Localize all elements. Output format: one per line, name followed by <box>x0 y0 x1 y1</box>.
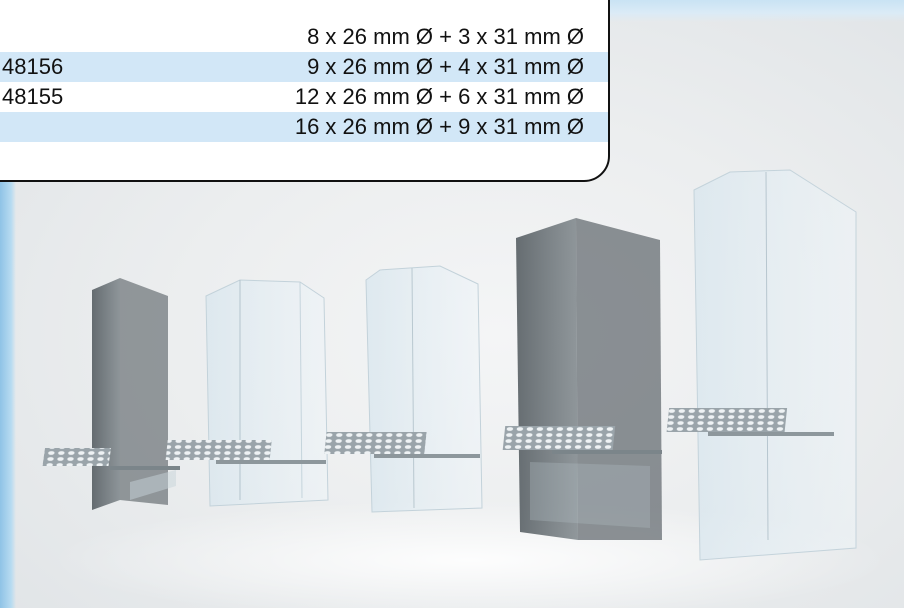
table-row: 16 x 26 mm Ø + 9 x 31 mm Ø <box>0 112 608 142</box>
top-accent-strip <box>600 0 904 22</box>
holder-large-tinted <box>502 218 662 540</box>
capacity-spec: 9 x 26 mm Ø + 4 x 31 mm Ø <box>307 54 584 79</box>
left-accent-strip <box>0 180 16 608</box>
holder-small-tinted <box>42 278 180 510</box>
holder-tall-clear <box>324 265 483 513</box>
holder-medium-clear <box>165 279 329 507</box>
capacity-spec: 12 x 26 mm Ø + 6 x 31 mm Ø <box>294 84 584 109</box>
table-row: 48155 12 x 26 mm Ø + 6 x 31 mm Ø <box>0 82 608 112</box>
specification-table: 8 x 26 mm Ø + 3 x 31 mm Ø 48156 9 x 26 m… <box>0 0 610 182</box>
capacity-spec: 16 x 26 mm Ø + 9 x 31 mm Ø <box>294 114 584 139</box>
article-number: 48156 <box>2 54 64 79</box>
table-row: 48156 9 x 26 mm Ø + 4 x 31 mm Ø <box>0 52 608 82</box>
table-row: 8 x 26 mm Ø + 3 x 31 mm Ø <box>0 22 608 52</box>
capacity-spec: 8 x 26 mm Ø + 3 x 31 mm Ø <box>307 24 584 49</box>
holder-xlarge-clear <box>666 169 857 561</box>
article-number: 48155 <box>2 84 64 109</box>
